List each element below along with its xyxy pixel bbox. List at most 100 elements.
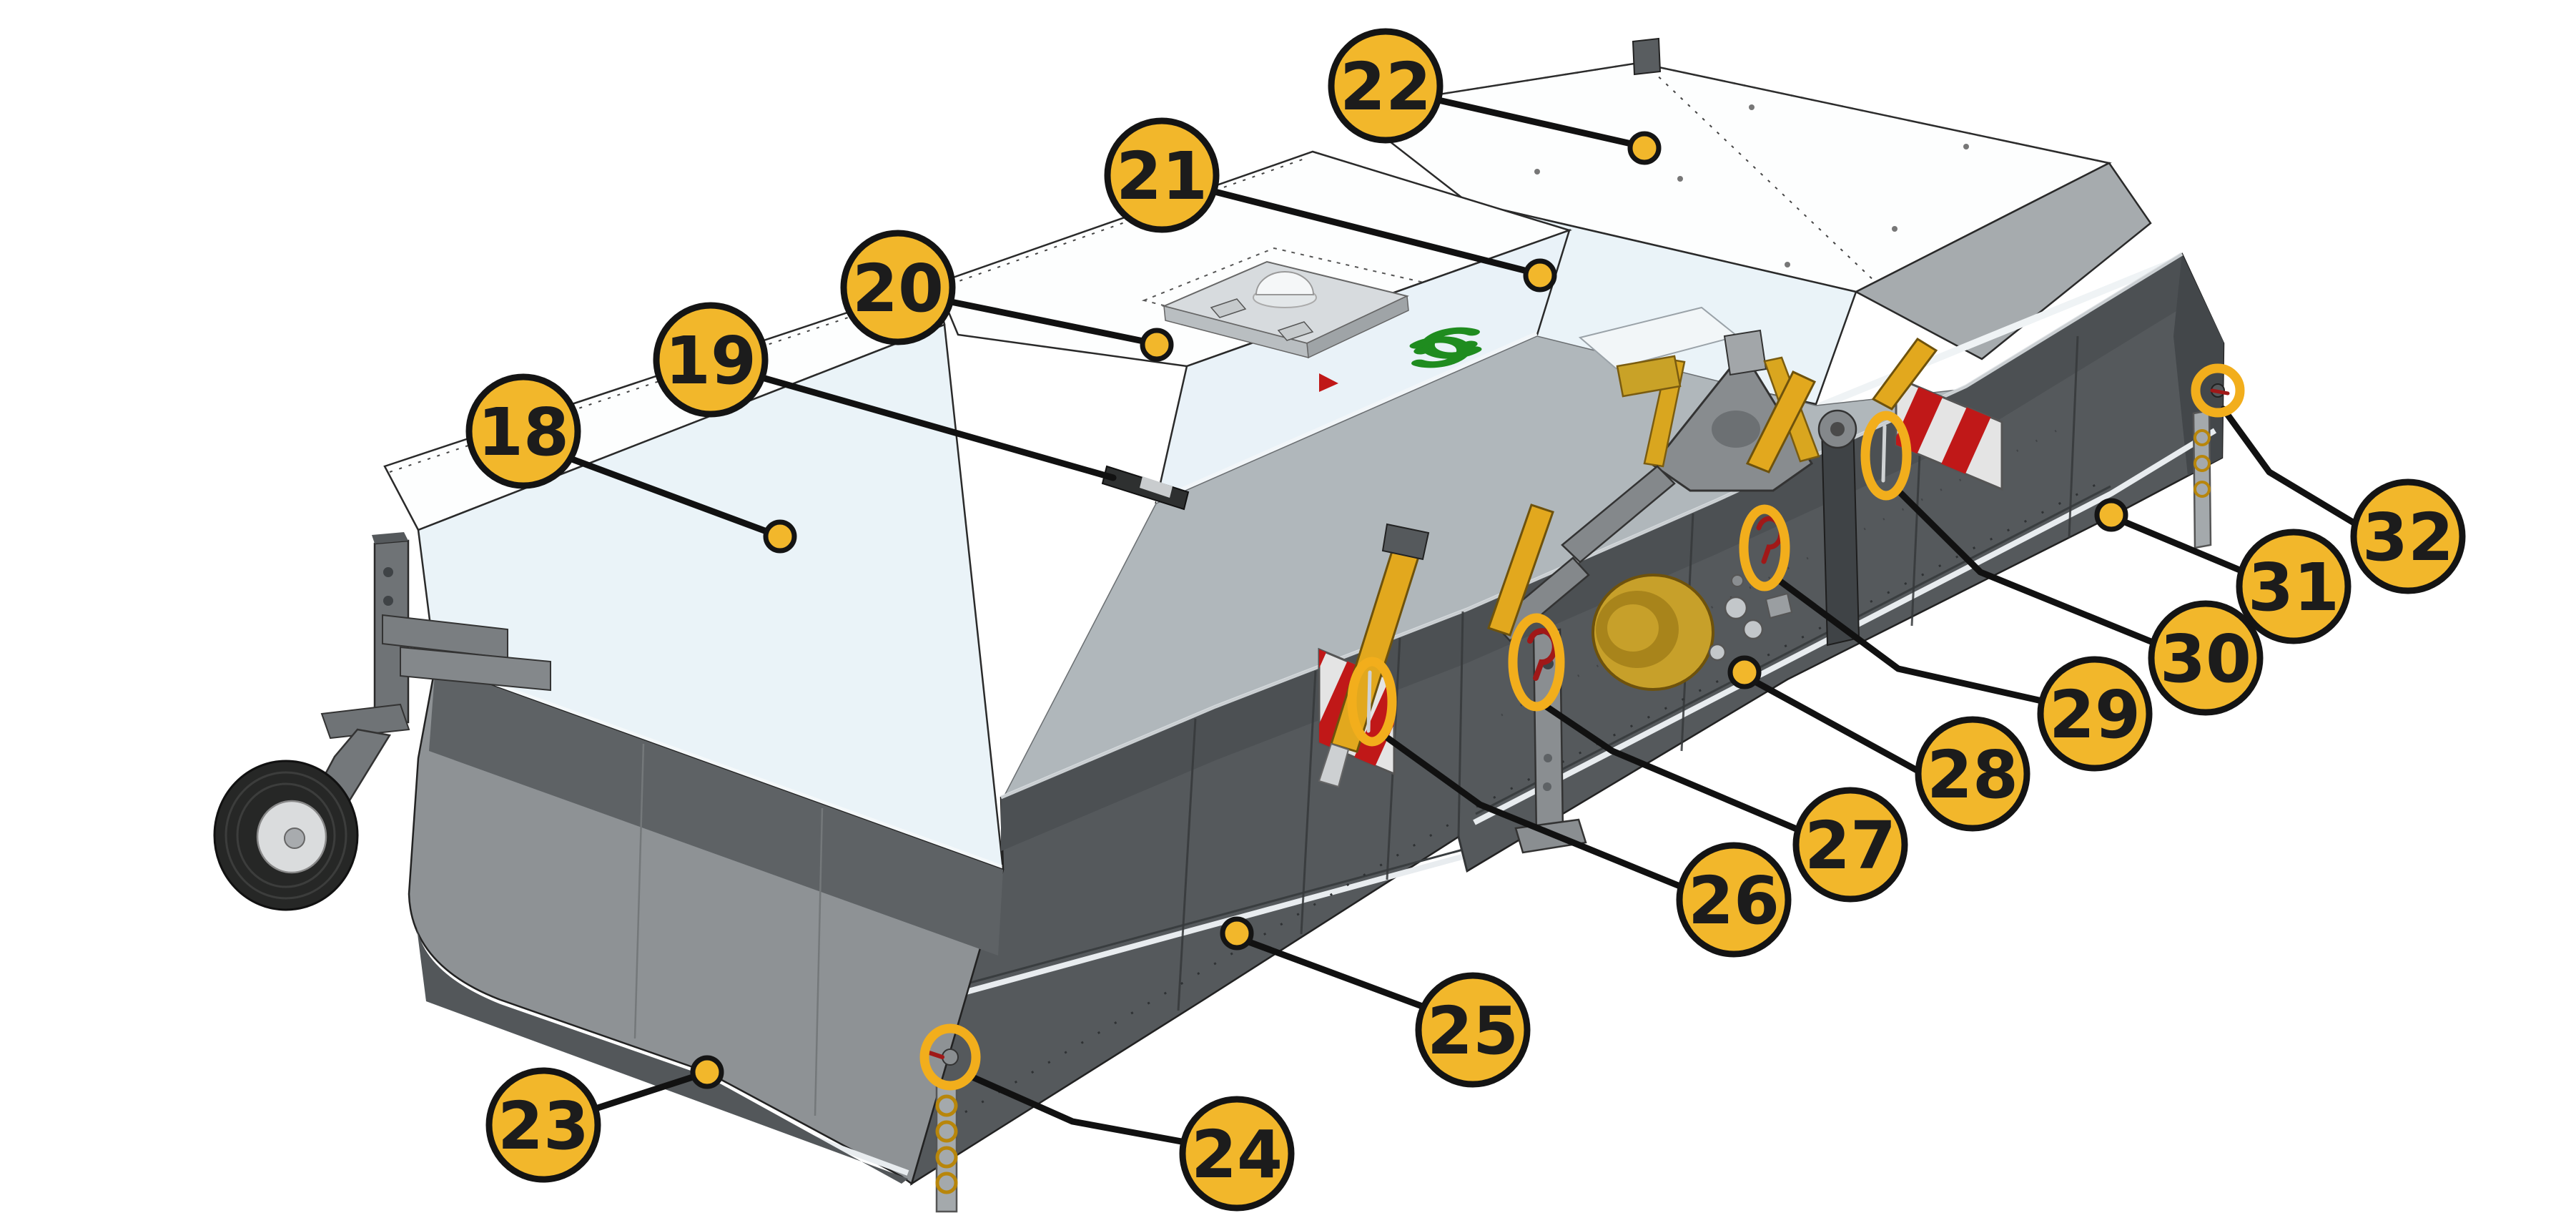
callout-balloon[interactable] bbox=[485, 1067, 601, 1183]
cylinder-mount bbox=[1381, 523, 1430, 561]
wing-seams bbox=[633, 743, 824, 1116]
cover-screws bbox=[1534, 104, 1969, 267]
leader-dot bbox=[1627, 131, 1662, 165]
leader-dot bbox=[690, 1055, 724, 1089]
right-cover-end-slope bbox=[1854, 162, 2152, 360]
leg-hole bbox=[1544, 754, 1552, 762]
leader-line bbox=[1211, 188, 1534, 275]
callout-balloon[interactable] bbox=[1415, 972, 1531, 1088]
callout-22[interactable]: 22 bbox=[1328, 28, 1662, 165]
callout-number: 30 bbox=[2160, 621, 2251, 697]
callout-number: 32 bbox=[2362, 499, 2454, 576]
wing-upper-band bbox=[429, 665, 1003, 956]
leader-dot bbox=[1140, 328, 1174, 362]
highlight-ring bbox=[1508, 613, 1565, 712]
callout-25[interactable]: 25 bbox=[1220, 916, 1531, 1088]
highlight-ring bbox=[2191, 363, 2245, 418]
leader-line bbox=[2220, 406, 2359, 527]
callout-30[interactable]: 30 bbox=[1860, 411, 2264, 716]
gps-dome-icon bbox=[1255, 271, 1315, 295]
gold-drum-hub bbox=[1607, 604, 1659, 652]
callout-19[interactable]: 19 bbox=[653, 302, 1117, 481]
gps-plate-edge bbox=[1163, 305, 1309, 358]
callout-number: 21 bbox=[1116, 138, 1208, 215]
rail-shadow bbox=[959, 848, 1464, 987]
callout-29[interactable]: 29 bbox=[1739, 504, 2153, 772]
callout-32[interactable]: 32 bbox=[2191, 363, 2466, 594]
hydraulic-couplers bbox=[1708, 574, 1793, 662]
callout-number: 22 bbox=[1340, 49, 1431, 125]
callout-18[interactable]: 18 bbox=[465, 373, 797, 554]
callout-number: 20 bbox=[852, 250, 944, 327]
callout-balloon[interactable] bbox=[1328, 28, 1444, 144]
latch-handle-sleeve bbox=[1140, 476, 1173, 498]
tire-tread bbox=[236, 782, 336, 888]
hitch-mast bbox=[1820, 419, 1860, 647]
end-slat bbox=[2192, 409, 2212, 549]
body-end-face bbox=[2173, 254, 2224, 476]
callout-balloon[interactable] bbox=[465, 373, 581, 489]
leader-line bbox=[947, 298, 1150, 345]
highlight-ring bbox=[1739, 504, 1790, 591]
highlight-ring bbox=[1860, 411, 1912, 501]
leg-hole bbox=[1543, 782, 1551, 791]
fork-pivot-plate bbox=[320, 703, 410, 740]
post-hole bbox=[383, 567, 393, 577]
callout-balloon[interactable] bbox=[1179, 1096, 1295, 1212]
callout-balloon[interactable] bbox=[1104, 117, 1220, 233]
cover-rim-highlight bbox=[1155, 331, 1539, 506]
callout-28[interactable]: 28 bbox=[1727, 655, 2030, 832]
callout-number: 18 bbox=[478, 394, 569, 471]
gps-plate-outline bbox=[1141, 247, 1430, 342]
gps-clamp bbox=[1210, 298, 1247, 318]
callout-balloon[interactable] bbox=[2350, 478, 2466, 594]
cover-rim-highlight bbox=[1818, 255, 2182, 410]
callout-number: 31 bbox=[2248, 549, 2339, 626]
body-top-sliver bbox=[1000, 252, 2183, 800]
brand-logo-icon bbox=[1409, 327, 1482, 368]
callout-balloon[interactable] bbox=[2037, 656, 2153, 772]
callout-number: 27 bbox=[1805, 807, 1896, 884]
callout-number: 19 bbox=[665, 323, 756, 399]
callout-number: 28 bbox=[1927, 737, 2018, 813]
link-arm bbox=[1561, 465, 1676, 564]
callout-24[interactable]: 24 bbox=[919, 1023, 1295, 1212]
callout-balloon[interactable] bbox=[653, 302, 769, 418]
hydraulic-cylinder bbox=[1871, 337, 1938, 411]
callout-31[interactable]: 31 bbox=[2094, 498, 2352, 644]
leader-line bbox=[759, 374, 1117, 481]
highlight-ring bbox=[1347, 657, 1397, 747]
leader-line bbox=[1898, 490, 2156, 646]
leader-dot bbox=[1220, 916, 1254, 951]
leader-line bbox=[592, 1072, 701, 1112]
leader-line bbox=[1243, 938, 1428, 1011]
a-frame-hole bbox=[1712, 411, 1760, 448]
frame-post-cap bbox=[372, 532, 408, 544]
callout-21[interactable]: 21 bbox=[1104, 117, 1557, 293]
leader-line bbox=[1776, 577, 2045, 704]
callout-balloon[interactable] bbox=[1792, 787, 1908, 903]
post-hole bbox=[383, 596, 393, 606]
callout-balloon[interactable] bbox=[840, 230, 956, 345]
cylinder-rod bbox=[1318, 742, 1350, 788]
callout-balloon[interactable] bbox=[1915, 716, 2030, 832]
link-arm bbox=[1493, 556, 1590, 642]
mast-pin bbox=[1830, 422, 1845, 436]
callout-balloon[interactable] bbox=[1676, 842, 1792, 958]
callout-balloon[interactable] bbox=[2236, 529, 2352, 644]
rail-shadow bbox=[1475, 485, 2111, 815]
tire-tread bbox=[224, 771, 347, 900]
rail-highlight bbox=[1473, 428, 2217, 825]
body-upper-band bbox=[1001, 254, 2182, 851]
callout-26[interactable]: 26 bbox=[1347, 657, 1792, 958]
frame-beam bbox=[400, 646, 551, 692]
cover-post bbox=[1632, 37, 1662, 76]
callout-23[interactable]: 23 bbox=[485, 1055, 724, 1183]
callout-20[interactable]: 20 bbox=[840, 230, 1174, 362]
leader-line bbox=[967, 1073, 1189, 1146]
hazard-sticker-corner bbox=[1319, 373, 1338, 392]
leader-line bbox=[1543, 703, 1802, 833]
callout-27[interactable]: 27 bbox=[1508, 613, 1908, 903]
callout-balloon[interactable] bbox=[2148, 600, 2264, 716]
